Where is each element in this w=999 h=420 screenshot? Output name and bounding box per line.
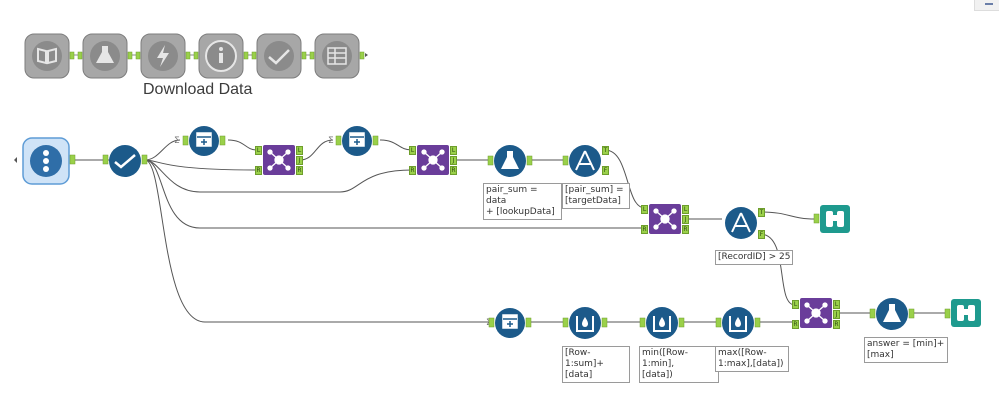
multirow-max-annotation: max([Row- 1:max],[data]) bbox=[715, 346, 789, 372]
join-1-right-output-anchor[interactable]: R bbox=[296, 166, 303, 175]
record-id-tool-1[interactable] bbox=[188, 125, 220, 157]
formula-answer-annotation: answer = [min]+ [max] bbox=[864, 337, 948, 363]
table-icon bbox=[196, 132, 212, 147]
binoculars-icon bbox=[957, 305, 975, 321]
join-2-left-input-anchor[interactable]: L bbox=[409, 146, 416, 155]
join-1-left-input-anchor[interactable]: L bbox=[255, 146, 262, 155]
join-2-right-input-anchor[interactable]: R bbox=[409, 166, 416, 175]
check-icon bbox=[268, 49, 290, 65]
multirow-tool-max[interactable] bbox=[721, 306, 755, 340]
filter-2-false-output-anchor[interactable]: F bbox=[758, 230, 765, 239]
join-3-join-output-anchor[interactable]: J bbox=[682, 215, 689, 224]
gray-sort-tool[interactable] bbox=[256, 33, 302, 79]
table-icon bbox=[327, 47, 347, 65]
gray-text-to-columns-tool[interactable] bbox=[314, 33, 360, 79]
join-4-join-output-anchor[interactable]: J bbox=[833, 310, 840, 319]
join-4-right-output-anchor[interactable]: R bbox=[833, 320, 840, 329]
join-3-left-output-anchor[interactable]: L bbox=[682, 205, 689, 214]
check-icon bbox=[114, 154, 136, 169]
formula-tool-answer[interactable] bbox=[875, 297, 909, 331]
join-4-right-input-anchor[interactable]: R bbox=[792, 320, 799, 329]
join-tool-4[interactable] bbox=[799, 297, 833, 329]
multirow-sum-annotation: [Row-1:sum]+ [data] bbox=[562, 346, 630, 383]
record-id-tool-3[interactable] bbox=[494, 307, 526, 339]
join-1-right-input-anchor[interactable]: R bbox=[255, 166, 262, 175]
filter-1-true-output-anchor[interactable]: T bbox=[602, 146, 609, 155]
join-4-left-input-anchor[interactable]: L bbox=[792, 300, 799, 309]
container-title[interactable]: Download Data bbox=[143, 81, 253, 98]
join-tool-2[interactable] bbox=[416, 144, 450, 176]
filter-record-id-annotation: [RecordID] > 25 bbox=[715, 250, 794, 265]
join-4-left-output-anchor[interactable]: L bbox=[833, 300, 840, 309]
filter-2-true-output-anchor[interactable]: T bbox=[758, 208, 765, 217]
filter-1-false-output-anchor[interactable]: F bbox=[602, 166, 609, 175]
number-list-icon bbox=[43, 150, 49, 172]
join-icon bbox=[653, 208, 677, 230]
info-icon bbox=[219, 47, 223, 63]
join-tool-3[interactable] bbox=[648, 203, 682, 235]
flask-icon bbox=[883, 304, 901, 322]
minus-icon bbox=[985, 3, 993, 5]
flask-icon bbox=[96, 46, 114, 63]
connection-wires bbox=[70, 139, 947, 323]
multirow-icon bbox=[653, 316, 671, 332]
join-1-join-output-anchor[interactable]: J bbox=[296, 156, 303, 165]
join-2-right-output-anchor[interactable]: R bbox=[450, 166, 457, 175]
gray-formula-tool[interactable] bbox=[82, 33, 128, 79]
sort-tool[interactable] bbox=[108, 144, 142, 178]
table-icon bbox=[349, 132, 365, 147]
join-3-right-output-anchor[interactable]: R bbox=[682, 225, 689, 234]
binoculars-icon bbox=[826, 211, 844, 227]
book-icon bbox=[37, 47, 57, 65]
join-1-left-output-anchor[interactable]: L bbox=[296, 146, 303, 155]
browse-tool-1[interactable] bbox=[819, 204, 851, 234]
gray-download-tool[interactable] bbox=[140, 33, 186, 79]
gray-text-input-tool[interactable] bbox=[24, 33, 70, 79]
gray-message-tool[interactable] bbox=[198, 33, 244, 79]
canvas-overview-toggle[interactable] bbox=[974, 0, 999, 11]
text-input-tool[interactable] bbox=[22, 137, 70, 185]
formula-pair-sum-annotation: pair_sum = data + [lookupData] bbox=[483, 183, 562, 220]
svg-text:Σ: Σ bbox=[328, 136, 334, 146]
multirow-min-annotation: min([Row-1:min], [data]) bbox=[639, 346, 719, 383]
join-3-left-input-anchor[interactable]: L bbox=[641, 205, 648, 214]
join-icon bbox=[267, 149, 291, 171]
filter-tool-pair-sum[interactable] bbox=[568, 144, 602, 178]
browse-tool-2[interactable] bbox=[950, 298, 982, 328]
formula-tool-pair-sum[interactable] bbox=[493, 144, 527, 178]
table-icon bbox=[502, 314, 518, 329]
flask-icon bbox=[501, 151, 519, 169]
multirow-icon bbox=[729, 316, 747, 332]
multirow-icon bbox=[576, 316, 594, 332]
lightning-icon bbox=[157, 45, 169, 67]
multirow-tool-sum[interactable] bbox=[568, 306, 602, 340]
join-3-right-input-anchor[interactable]: R bbox=[641, 225, 648, 234]
filter-icon bbox=[575, 150, 595, 171]
record-id-tool-2[interactable] bbox=[341, 125, 373, 157]
filter-tool-record-id[interactable] bbox=[724, 206, 758, 240]
filter-icon bbox=[731, 212, 751, 233]
svg-text:Σ: Σ bbox=[174, 136, 180, 146]
filter-pair-sum-annotation: [pair_sum] = [targetData] bbox=[562, 183, 630, 209]
svg-text:Σ: Σ bbox=[486, 318, 492, 328]
join-tool-1[interactable] bbox=[262, 144, 296, 176]
multirow-tool-min[interactable] bbox=[645, 306, 679, 340]
join-2-join-output-anchor[interactable]: J bbox=[450, 156, 457, 165]
join-2-left-output-anchor[interactable]: L bbox=[450, 146, 457, 155]
join-icon bbox=[421, 149, 445, 171]
join-icon bbox=[804, 302, 828, 324]
